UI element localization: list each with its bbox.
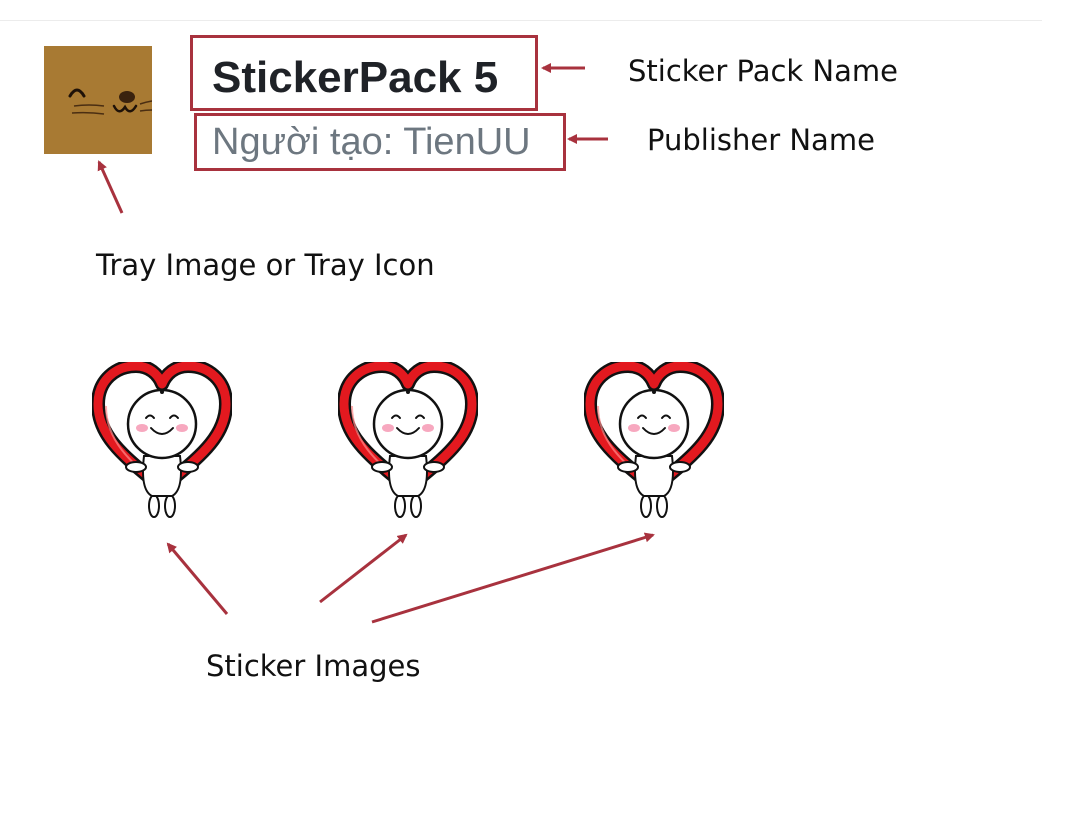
arrow-sticker-3 bbox=[371, 532, 655, 624]
pack-name-highlight-box bbox=[190, 35, 538, 111]
publisher-callout: Publisher Name bbox=[647, 123, 875, 157]
arrow-sticker-1 bbox=[166, 542, 229, 615]
publisher-highlight-box bbox=[194, 113, 566, 171]
stickers-callout: Sticker Images bbox=[206, 649, 421, 683]
top-divider bbox=[0, 20, 1042, 21]
heart-character-icon bbox=[92, 362, 232, 518]
heart-character-icon bbox=[338, 362, 478, 518]
tray-callout: Tray Image or Tray Icon bbox=[96, 248, 435, 282]
arrow-sticker-2 bbox=[319, 533, 408, 604]
heart-character-icon bbox=[584, 362, 724, 518]
pack-name: StickerPack 5 bbox=[212, 53, 499, 102]
tray-icon bbox=[44, 46, 152, 154]
pack-name-callout: Sticker Pack Name bbox=[628, 54, 898, 88]
arrow-tray bbox=[97, 160, 124, 214]
sticker-image bbox=[92, 362, 232, 522]
sticker-image bbox=[584, 362, 724, 522]
sticker-image bbox=[338, 362, 478, 522]
publisher-name: Người tạo: TienUU bbox=[212, 121, 531, 163]
